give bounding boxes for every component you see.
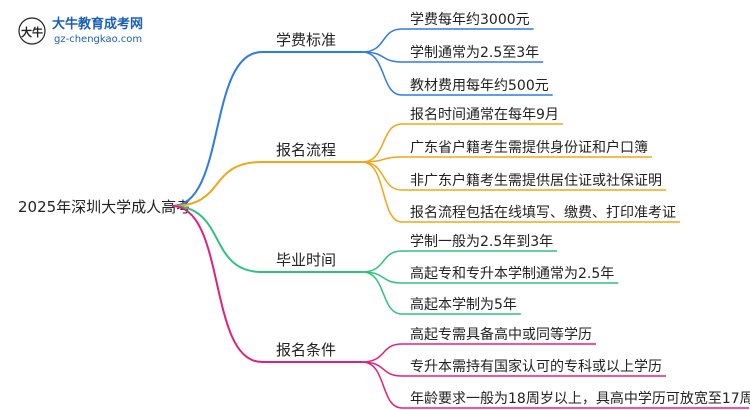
leaf-label: 高起专需具备高中或同等学历	[410, 326, 592, 343]
branch-connector	[171, 205, 362, 363]
leaf-connector	[361, 161, 403, 223]
branch-connector	[171, 161, 362, 207]
leaf-label: 学费每年约3000元	[410, 12, 530, 28]
leaf-connector	[361, 156, 403, 163]
leaf-connector	[361, 361, 403, 409]
leaf-label: 广东省户籍考生需提供身份证和户口簿	[410, 139, 648, 156]
leaf-label: 学制一般为2.5年到3年	[410, 234, 553, 250]
leaf-connector	[361, 271, 403, 315]
branch-label: 报名流程	[276, 141, 336, 159]
leaf-label: 学制通常为2.5至3年	[410, 45, 539, 61]
leaf-label: 报名流程包括在线填写、缴费、打印准考证	[410, 204, 676, 221]
logo: 大牛 大牛教育成考网 gz-chengkao.com	[18, 16, 143, 45]
leaf-label: 教材费用每年约500元	[410, 78, 549, 94]
leaf-label: 高起本学制为5年	[410, 296, 517, 313]
connector-lines	[171, 28, 749, 409]
branch-label: 学费标准	[276, 31, 336, 49]
leaf-label: 高起专和专升本学制通常为2.5年	[410, 265, 614, 282]
logo-site-name: 大牛教育成考网	[52, 16, 143, 32]
branch-label: 毕业时间	[276, 251, 336, 269]
leaf-label: 报名时间通常在每年9月	[410, 107, 559, 123]
branch-connector	[171, 51, 362, 207]
logo-mark-text: 大牛	[21, 25, 43, 39]
leaf-connector	[361, 28, 403, 53]
root-topic: 2025年深圳大学成人高考	[18, 198, 191, 216]
leaf-connector	[361, 250, 403, 273]
leaf-label: 专升本需持有国家认可的专科或以上学历	[410, 358, 662, 375]
leaf-label: 年龄要求一般为18周岁以上，具高中学历可放宽至17周岁	[410, 390, 750, 407]
leaf-connector	[361, 51, 403, 96]
branch-label: 报名条件	[276, 341, 336, 359]
leaf-label: 非广东户籍考生需提供居住证或社保证明	[410, 172, 662, 189]
logo-site-url: gz-chengkao.com	[54, 34, 142, 45]
leaves: 学费每年约3000元学制通常为2.5至3年教材费用每年约500元报名时间通常在每…	[410, 12, 750, 407]
leaf-connector	[361, 361, 403, 377]
leaf-connector	[361, 123, 403, 163]
leaf-connector	[361, 343, 403, 363]
logo-mark-icon	[18, 17, 46, 45]
branch-connector	[171, 205, 362, 273]
